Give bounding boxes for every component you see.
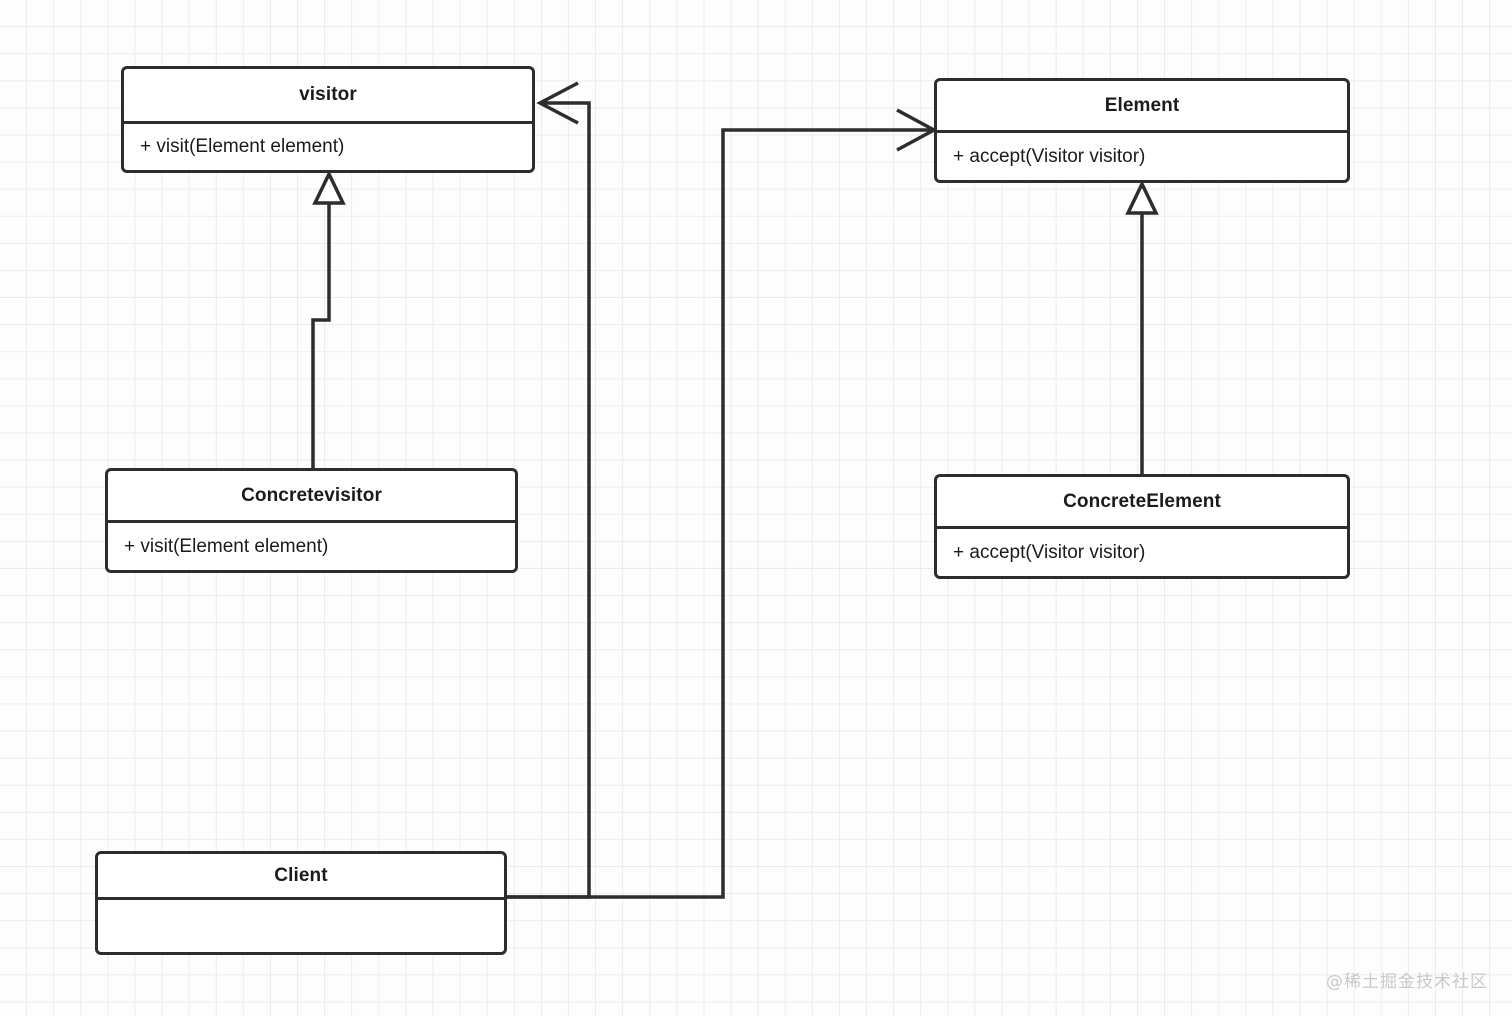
class-member-visitor-visit: + visit(Element element) <box>140 136 345 157</box>
class-title-element: Element <box>937 81 1347 133</box>
watermark-label: @稀土掘金技术社区 <box>1326 972 1488 992</box>
edge-concretevisitor-to-visitor <box>311 169 346 470</box>
class-box-concreteelement[interactable]: ConcreteElement + accept(Visitor visitor… <box>934 474 1350 579</box>
class-title-concreteelement: ConcreteElement <box>937 477 1347 529</box>
class-member-concreteelement-accept: + accept(Visitor visitor) <box>953 541 1146 563</box>
edge-client-to-element <box>505 108 938 899</box>
class-member-element-accept: + accept(Visitor visitor) <box>953 145 1146 167</box>
class-title-client: Client <box>98 854 504 900</box>
edge-concreteelement-to-element <box>1125 179 1159 476</box>
class-box-visitor[interactable]: visitor + visit(Element element) <box>121 66 535 173</box>
edge-client-to-visitor <box>505 81 591 899</box>
class-member-client-empty <box>98 900 504 952</box>
class-title-visitor: visitor <box>124 69 532 124</box>
class-title-concretevisitor: Concretevisitor <box>108 471 515 523</box>
class-box-element[interactable]: Element + accept(Visitor visitor) <box>934 78 1350 183</box>
class-box-concretevisitor[interactable]: Concretevisitor + visit(Element element) <box>105 468 518 573</box>
class-box-client[interactable]: Client <box>95 851 507 955</box>
class-member-concretevisitor-visit: + visit(Element element) <box>124 535 329 557</box>
